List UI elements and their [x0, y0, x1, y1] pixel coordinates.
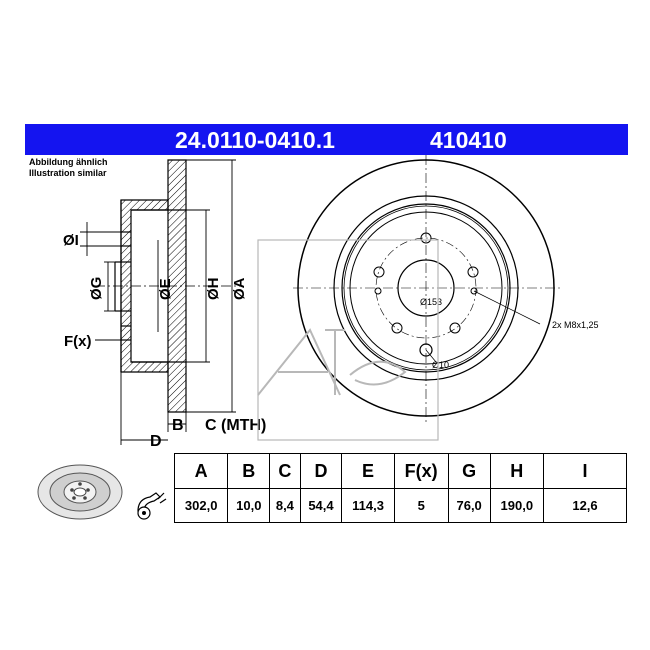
label-pcd: Ø153	[420, 297, 442, 307]
header-F: F(x)	[393, 453, 449, 489]
value-B: 10,0	[227, 488, 271, 523]
label-thread: 2x M8x1,25	[552, 320, 599, 330]
label-D: D	[150, 433, 162, 450]
label-E: ØE	[157, 278, 174, 300]
label-F: F(x)	[64, 333, 92, 350]
header-H: H	[489, 453, 545, 489]
part-number: 24.0110-0410.1	[175, 127, 335, 153]
illustration-note: Abbildung ähnlich Illustration similar	[29, 157, 108, 179]
disc-cross-section	[95, 159, 240, 413]
note-line-en: Illustration similar	[29, 168, 107, 178]
table-value-row: 302,0 10,0 8,4 54,4 114,3 5 76,0 190,0 1…	[26, 488, 627, 523]
caliper-icon	[137, 492, 167, 520]
value-H: 190,0	[489, 488, 545, 523]
value-G: 76,0	[447, 488, 491, 523]
label-A: ØA	[231, 277, 248, 300]
dimension-lines	[80, 159, 236, 445]
label-hole: Ø10	[432, 360, 449, 370]
header-C: C	[269, 453, 301, 489]
value-I: 12,6	[543, 488, 627, 523]
header-G: G	[447, 453, 491, 489]
front-view-labels: Ø153 Ø10 2x M8x1,25	[420, 297, 599, 370]
value-C: 8,4	[269, 488, 301, 523]
header-D: D	[299, 453, 343, 489]
value-E: 114,3	[341, 488, 395, 523]
label-B: B	[172, 417, 184, 434]
dimension-labels: ØI ØG ØE ØH ØA F(x) B C (MTH) D	[63, 232, 266, 450]
label-C: C (MTH)	[205, 417, 266, 434]
article-code: 410410	[430, 127, 507, 153]
brake-disc-icon	[37, 464, 123, 520]
header-B: B	[227, 453, 271, 489]
value-D: 54,4	[299, 488, 343, 523]
header-I: I	[543, 453, 627, 489]
ate-logo-watermark	[257, 239, 439, 441]
label-I: ØI	[63, 232, 79, 249]
disc-front-view	[293, 155, 560, 425]
value-A: 302,0	[173, 488, 229, 523]
spec-table: A B C D E F(x) G H I 302,0 10,0 8,4 54,4…	[26, 453, 627, 523]
label-G: ØG	[88, 277, 105, 300]
title-bar: 24.0110-0410.1 410410	[25, 124, 628, 155]
note-line-de: Abbildung ähnlich	[29, 157, 108, 167]
header-E: E	[341, 453, 395, 489]
header-A: A	[173, 453, 229, 489]
label-H: ØH	[205, 278, 222, 301]
value-F: 5	[393, 488, 449, 523]
